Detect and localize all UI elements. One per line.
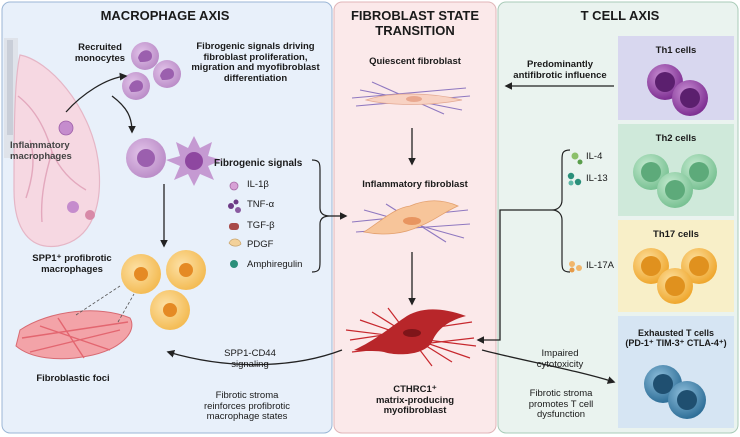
signal-amphiregulin: Amphiregulin bbox=[247, 259, 303, 270]
tcell-axis-title: T CELL AXIS bbox=[580, 8, 660, 23]
lung-illustration bbox=[4, 38, 101, 248]
th2-label: Th2 cells bbox=[655, 133, 697, 144]
signal-tgfb: TGF-β bbox=[247, 220, 275, 231]
spp1-cd44-label: SPP1-CD44 signaling bbox=[224, 348, 276, 370]
fibrogenic-signals-title: Fibrogenic signals bbox=[214, 158, 303, 169]
th1-label: Th1 cells bbox=[655, 45, 697, 56]
signal-il1b: IL-1β bbox=[247, 179, 269, 190]
quiescent-fibroblast-label: Quiescent fibroblast bbox=[369, 56, 461, 67]
th2-cells bbox=[633, 154, 717, 208]
fibroblast-title: FIBROBLAST STATE TRANSITION bbox=[350, 8, 480, 38]
antifibrotic-label: Predominantly antifibrotic influence bbox=[513, 59, 607, 81]
flow-arrows bbox=[65, 72, 616, 384]
stroma-reinforces-label: Fibrotic stroma reinforces profibrotic m… bbox=[203, 390, 291, 423]
recruited-monocytes-label: Recruited monocytes bbox=[74, 42, 126, 64]
cytokine-il4: IL-4 bbox=[586, 151, 603, 162]
signal-tnfa: TNF-α bbox=[247, 199, 275, 210]
inflammatory-fibroblast bbox=[351, 200, 471, 243]
th1-cells bbox=[647, 64, 708, 116]
spp1-macrophages-label: SPP1⁺ profibrotic macrophages bbox=[32, 253, 112, 275]
myofibroblast bbox=[345, 307, 477, 367]
myofibroblast-label: CTHRC1⁺ matrix-producing myofibroblast bbox=[375, 384, 455, 417]
macrophage-axis-title: MACROPHAGE AXIS bbox=[100, 8, 230, 23]
activated-macrophages bbox=[126, 136, 222, 186]
fibrogenic-driving-label: Fibrogenic signals driving fibroblast pr… bbox=[191, 41, 320, 84]
cytokine-il17a: IL-17A bbox=[586, 260, 614, 271]
impaired-cytotoxicity-label: Impaired cytotoxicity bbox=[536, 348, 584, 370]
stroma-promotes-label: Fibrotic stroma promotes T cell dysfunct… bbox=[528, 388, 594, 421]
th17-cells bbox=[633, 248, 717, 304]
exhausted-label: Exhausted T cells (PD-1⁺ TIM-3⁺ CTLA-4⁺) bbox=[625, 328, 727, 349]
signal-icons bbox=[228, 181, 242, 268]
monocytes bbox=[122, 42, 181, 100]
exhausted-t-cells bbox=[644, 365, 706, 419]
fibroblastic-foci bbox=[15, 285, 135, 360]
cytokine-icons bbox=[567, 152, 583, 273]
inflammatory-fibroblast-label: Inflammatory fibroblast bbox=[362, 179, 468, 190]
spp1-macrophages bbox=[121, 250, 206, 330]
fibroblastic-foci-label: Fibroblastic foci bbox=[36, 373, 110, 384]
inflammatory-macrophages-label: Inflammatory macrophages bbox=[10, 140, 72, 162]
quiescent-fibroblast bbox=[351, 81, 471, 115]
cytokine-il13: IL-13 bbox=[586, 173, 608, 184]
signal-pdgf: PDGF bbox=[247, 239, 274, 250]
th17-label: Th17 cells bbox=[653, 229, 699, 240]
